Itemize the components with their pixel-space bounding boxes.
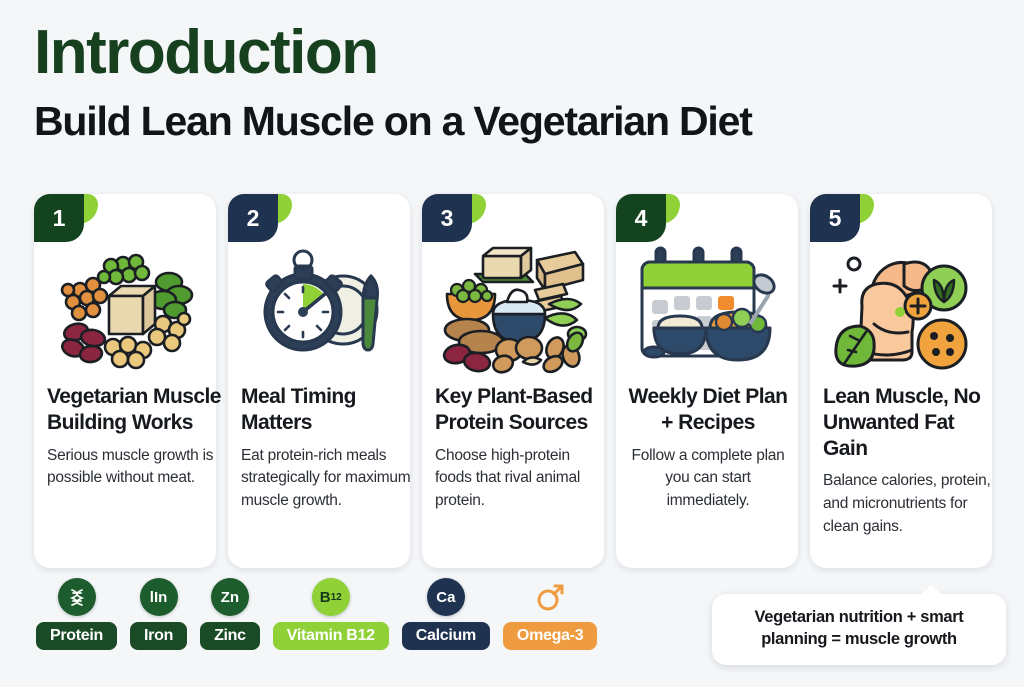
nutrient-label: Zinc [200, 622, 260, 650]
nutrient-badge-zinc[interactable]: Zn Zinc [200, 578, 260, 650]
zinc-symbol-icon: Zn [210, 578, 249, 616]
step-card-3[interactable]: 3 [422, 194, 604, 568]
step-card-5[interactable]: 5 [810, 194, 992, 568]
step-card-text-5: Lean Muscle, No Unwanted Fat Gain Balanc… [823, 384, 998, 539]
step-card-description: Balance calories, protein, and micronutr… [823, 472, 991, 536]
nutrient-label: Calcium [401, 622, 490, 650]
calendar-meal-bowls-icon [616, 232, 798, 380]
page-subtitle: Build Lean Muscle on a Vegetarian Diet [34, 98, 753, 144]
callout-tail-icon [920, 585, 942, 596]
step-card-title: Lean Muscle, No Unwanted Fat Gain [823, 385, 981, 460]
step-card-description: Choose high-protein foods that rival ani… [435, 446, 581, 510]
steps-card-row: 1 [34, 194, 992, 568]
nutrient-label: Iron [130, 622, 188, 650]
nutrient-badge-omega-3[interactable]: Omega-3 [502, 578, 598, 650]
nutrient-badge-protein[interactable]: Protein [36, 578, 118, 650]
step-card-text-3: Key Plant-Based Protein Sources Choose h… [435, 384, 610, 513]
step-card-description: Eat protein-rich meals strategically for… [241, 446, 411, 510]
step-card-description: Follow a complete plan you can start imm… [631, 446, 785, 510]
nutrient-badge-calcium[interactable]: Ca Calcium [401, 578, 490, 650]
header: Introduction Build Lean Muscle on a Vege… [34, 22, 994, 142]
step-number-label: 3 [422, 194, 472, 242]
legumes-tofu-icon [34, 232, 216, 380]
omega-mars-icon [531, 578, 569, 616]
step-card-text-2: Meal Timing Matters Eat protein-rich mea… [241, 384, 416, 513]
step-card-description: Serious muscle growth is possible withou… [47, 446, 214, 487]
step-card-title: Meal Timing Matters [241, 385, 356, 434]
step-card-text-1: Vegetarian Muscle Building Works Serious… [47, 384, 222, 490]
step-card-title: Vegetarian Muscle Building Works [47, 385, 221, 434]
step-number-badge-3: 3 [422, 194, 496, 248]
step-number-badge-2: 2 [228, 194, 302, 248]
nutrient-badge-iron[interactable]: lIn Iron [130, 578, 188, 650]
nutrient-label: Vitamin B12 [272, 622, 389, 650]
step-number-badge-4: 4 [616, 194, 690, 248]
step-number-badge-5: 5 [810, 194, 884, 248]
step-card-4[interactable]: 4 [616, 194, 798, 568]
iron-symbol-icon: lIn [139, 578, 178, 616]
callout-text: Vegetarian nutrition + smart planning = … [754, 608, 964, 649]
calcium-symbol-icon: Ca [426, 578, 465, 616]
nutrient-label: Protein [36, 622, 118, 650]
step-card-title: Weekly Diet Plan + Recipes [628, 385, 788, 434]
step-number-label: 2 [228, 194, 278, 242]
step-card-text-4: Weekly Diet Plan + Recipes Follow a comp… [622, 384, 794, 513]
step-number-badge-1: 1 [34, 194, 108, 248]
dna-helix-icon [57, 578, 96, 616]
step-card-title: Key Plant-Based Protein Sources [435, 385, 593, 434]
step-number-label: 5 [810, 194, 860, 242]
stopwatch-plate-knife-icon [228, 232, 410, 380]
summary-callout: Vegetarian nutrition + smart planning = … [712, 585, 1006, 665]
step-card-1[interactable]: 1 [34, 194, 221, 568]
nutrient-label: Omega-3 [502, 622, 598, 650]
tofu-tempeh-nuts-icon [422, 232, 604, 380]
page-title: Introduction [34, 18, 379, 87]
step-card-2[interactable]: 2 [228, 194, 411, 568]
flexed-bicep-leaf-icon [810, 232, 992, 380]
step-number-label: 4 [616, 194, 666, 242]
step-number-label: 1 [34, 194, 84, 242]
